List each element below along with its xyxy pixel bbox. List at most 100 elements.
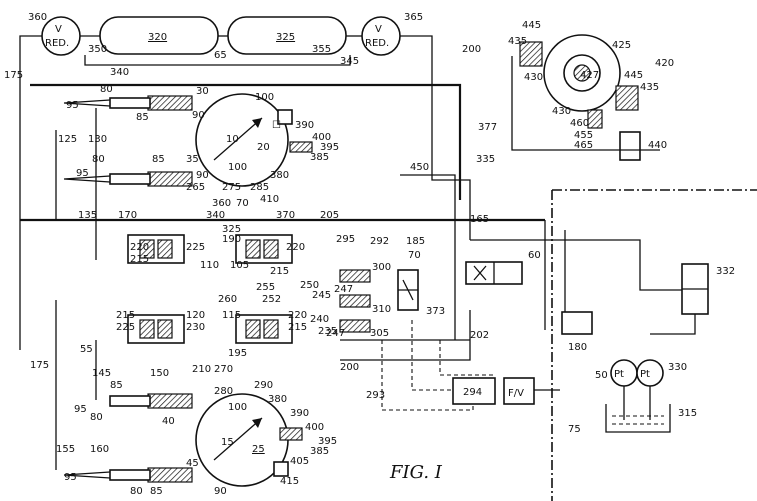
valve-block-lower	[127, 314, 293, 344]
svg-text:75: 75	[568, 424, 581, 435]
svg-text:95: 95	[64, 472, 77, 483]
svg-text:210: 210	[192, 364, 211, 375]
actuator-35	[63, 171, 193, 187]
svg-text:293: 293	[366, 390, 385, 401]
svg-text:225: 225	[186, 242, 205, 253]
svg-text:215: 215	[130, 254, 149, 265]
valve-block-upper	[127, 234, 293, 264]
svg-text:390: 390	[290, 408, 309, 419]
svg-text:90: 90	[196, 170, 209, 181]
svg-text:435: 435	[508, 36, 527, 47]
svg-text:260: 260	[218, 294, 237, 305]
svg-text:247: 247	[326, 328, 345, 339]
converter-label: F/V	[508, 388, 524, 399]
svg-text:175: 175	[30, 360, 49, 371]
svg-text:255: 255	[256, 282, 275, 293]
svg-text:200: 200	[340, 362, 359, 373]
svg-text:180: 180	[568, 342, 587, 353]
actuator-45	[63, 467, 193, 483]
figure-title: FIG. I	[389, 462, 443, 483]
svg-text:280: 280	[214, 386, 233, 397]
svg-text:65: 65	[214, 50, 227, 61]
svg-text:240: 240	[310, 314, 329, 325]
pt-50-label: Pt	[614, 369, 624, 380]
svg-text:370: 370	[276, 210, 295, 221]
svg-text:377: 377	[478, 122, 497, 133]
svg-text:450: 450	[410, 162, 429, 173]
svg-text:80: 80	[100, 84, 113, 95]
svg-text:360: 360	[212, 198, 231, 209]
svg-text:455: 455	[574, 130, 593, 141]
svg-text:220: 220	[286, 242, 305, 253]
svg-text:247: 247	[334, 284, 353, 295]
svg-text:30: 30	[196, 86, 209, 97]
svg-text:220: 220	[288, 310, 307, 321]
svg-text:55: 55	[80, 344, 93, 355]
wheel-lower-arrow: 15	[221, 437, 234, 448]
svg-text:90: 90	[192, 110, 205, 121]
wheel-upper: 20 10 100	[195, 92, 289, 187]
svg-text:460: 460	[570, 118, 589, 129]
svg-text:300: 300	[372, 262, 391, 273]
svg-text:380: 380	[270, 170, 289, 181]
reservoir-tank	[605, 404, 671, 433]
solenoid-valve-332	[681, 263, 709, 315]
wheel-upper-ref: 100	[255, 92, 274, 103]
svg-text:285: 285	[250, 182, 269, 193]
rv-right-line2: RED.	[365, 38, 389, 49]
rv-left-line1: V	[55, 24, 62, 35]
svg-text:95: 95	[66, 100, 79, 111]
svg-text:215: 215	[270, 266, 289, 277]
svg-text:220: 220	[130, 242, 149, 253]
svg-text:385: 385	[310, 446, 329, 457]
svg-text:225: 225	[116, 322, 135, 333]
svg-text:235: 235	[318, 326, 337, 337]
svg-text:420: 420	[655, 58, 674, 69]
svg-text:95: 95	[74, 404, 87, 415]
svg-text:427: 427	[580, 70, 599, 81]
svg-text:410: 410	[260, 194, 279, 205]
svg-text:160: 160	[90, 444, 109, 455]
svg-text:60: 60	[528, 250, 541, 261]
accumulator-320: 320	[99, 16, 219, 55]
svg-text:290: 290	[254, 380, 273, 391]
svg-text:115: 115	[222, 310, 241, 321]
svg-text:155: 155	[56, 444, 75, 455]
accumulator-320-label: 320	[148, 32, 167, 43]
svg-text:435: 435	[640, 82, 659, 93]
svg-text:395: 395	[318, 436, 337, 447]
svg-text:230: 230	[186, 322, 205, 333]
pt-330-ref: 330	[668, 362, 687, 373]
svg-text:332: 332	[716, 266, 735, 277]
svg-text:70: 70	[236, 198, 249, 209]
svg-text:205: 205	[320, 210, 339, 221]
svg-text:445: 445	[522, 20, 541, 31]
svg-text:373: 373	[426, 306, 445, 317]
svg-text:465: 465	[574, 140, 593, 151]
rv-left-line2: RED.	[45, 38, 69, 49]
svg-text:400: 400	[305, 422, 324, 433]
ref-365: 365	[404, 12, 423, 23]
svg-text:145: 145	[92, 368, 111, 379]
svg-text:45: 45	[186, 458, 199, 469]
svg-text:105: 105	[230, 260, 249, 271]
svg-text:40: 40	[162, 416, 175, 427]
svg-text:380: 380	[268, 394, 287, 405]
svg-text:110: 110	[200, 260, 219, 271]
svg-text:325: 325	[222, 224, 241, 235]
svg-text:340: 340	[206, 210, 225, 221]
svg-text:305: 305	[370, 328, 389, 339]
svg-text:95: 95	[76, 168, 89, 179]
svg-text:170: 170	[118, 210, 137, 221]
svg-text:85: 85	[152, 154, 165, 165]
converter-fv: F/V	[503, 377, 535, 405]
svg-text:430: 430	[524, 72, 543, 83]
svg-text:150: 150	[150, 368, 169, 379]
svg-text:295: 295	[336, 234, 355, 245]
wheel-upper-number: 20	[257, 142, 270, 153]
svg-text:100: 100	[228, 162, 247, 173]
svg-text:430: 430	[552, 106, 571, 117]
svg-text:245: 245	[312, 290, 331, 301]
valve-70	[397, 269, 419, 311]
svg-text:385: 385	[310, 152, 329, 163]
